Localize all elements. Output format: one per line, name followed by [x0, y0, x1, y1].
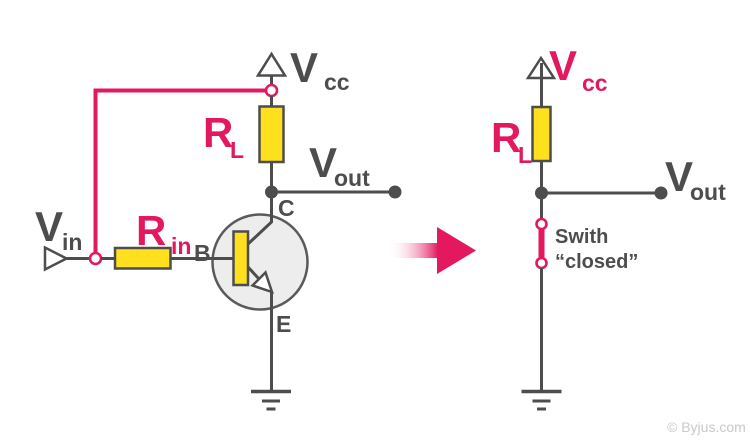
vout-label-left: V: [309, 139, 337, 186]
ground-symbol-left: [251, 389, 291, 411]
emitter-terminal-label: E: [276, 311, 291, 337]
vout-terminal-dot-right: [654, 186, 668, 200]
transistor-body: [211, 213, 309, 311]
transition-arrow: [388, 227, 476, 274]
ground-symbol-right: [521, 389, 562, 411]
rl-label-left: R: [203, 109, 233, 156]
emitter-arrow-icon: [250, 270, 274, 294]
vcc-label-right: V: [549, 42, 577, 89]
vout-label-left-sub: out: [334, 165, 370, 191]
vin-label: V: [35, 203, 63, 250]
vcc-label-right-sub: cc: [582, 70, 608, 96]
rl-label-right: R: [491, 114, 521, 161]
vcc-open-node: [264, 83, 279, 98]
left-transistor-circuit: V cc R L V out V in R in B C E: [35, 44, 402, 411]
pink-supply-wire: [93, 88, 272, 258]
rin-label-sub: in: [171, 233, 191, 259]
rin-label: R: [136, 207, 166, 254]
vcc-label-left: V: [290, 44, 318, 91]
vout-label-right-sub: out: [690, 179, 726, 205]
vin-triangle-icon: [43, 245, 70, 272]
switch-top-contact: [535, 217, 548, 231]
vin-label-sub: in: [62, 229, 82, 255]
byjus-watermark: © Byjus.com: [667, 419, 746, 435]
vin-open-node: [88, 251, 103, 266]
collector-lead: [246, 198, 273, 246]
vcc-triangle-icon: [255, 51, 288, 77]
arrow-tail: [388, 243, 438, 258]
switch-label-line1: Swith: [555, 226, 608, 248]
load-resistor-right: [531, 105, 552, 163]
input-resistor: [113, 246, 172, 270]
right-equivalent-circuit: V cc R L V out Swith “closed”: [491, 42, 726, 411]
vout-terminal-dot: [388, 185, 402, 199]
switch-label-line2: “closed”: [555, 251, 638, 273]
vout-label-right: V: [665, 153, 693, 200]
emitter-lead: [246, 265, 261, 281]
base-terminal-label: B: [194, 240, 211, 266]
arrow-head-icon: [437, 227, 476, 274]
rl-label-right-sub: L: [518, 142, 532, 168]
load-resistor: [258, 105, 285, 164]
switch-bottom-contact: [535, 256, 548, 270]
rl-label-left-sub: L: [230, 137, 244, 163]
transistor-base-bar: [232, 230, 250, 287]
collector-terminal-label: C: [278, 195, 295, 221]
vcc-label-left-sub: cc: [324, 69, 350, 95]
